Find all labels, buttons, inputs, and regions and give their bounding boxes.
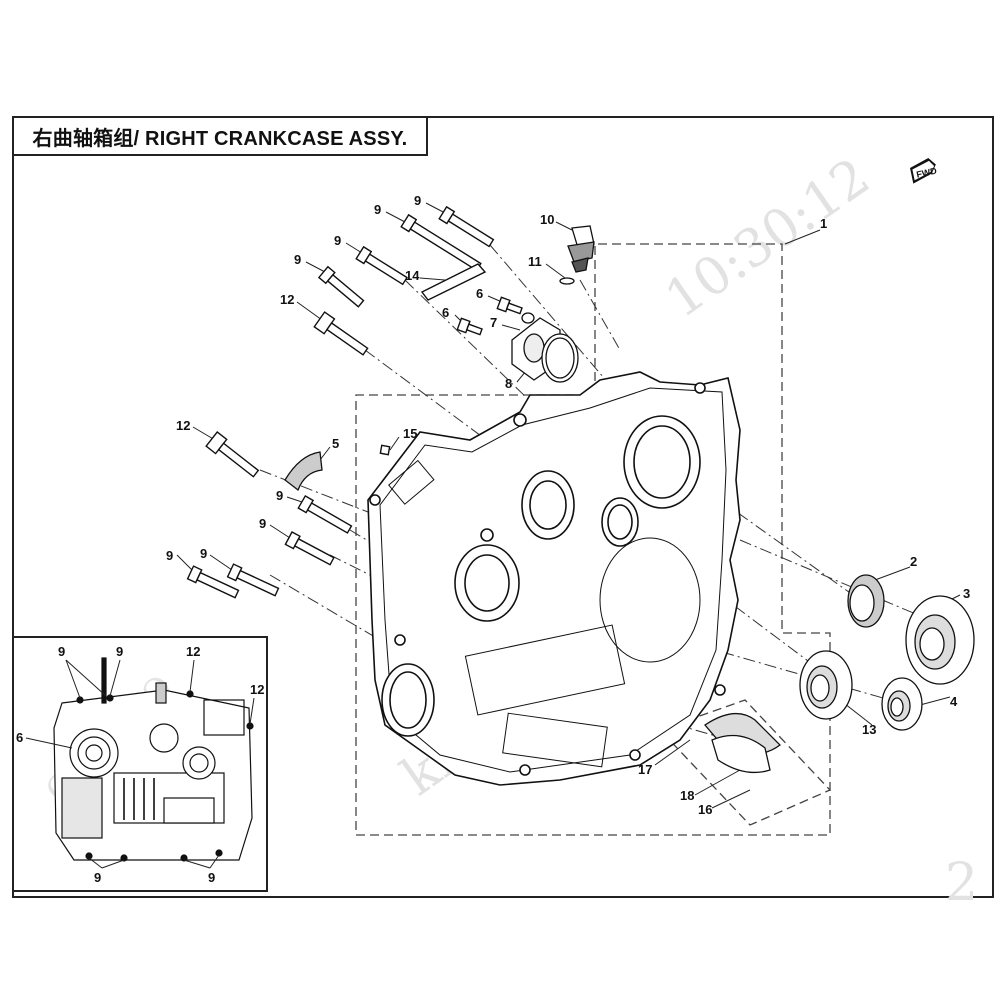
callout-4: 4 bbox=[950, 694, 958, 709]
callout-9-f: 9 bbox=[259, 516, 266, 531]
title-banner: 右曲轴箱组/ RIGHT CRANKCASE ASSY. bbox=[12, 116, 428, 156]
callout-9-h: 9 bbox=[200, 546, 207, 561]
bolt-icon bbox=[284, 531, 335, 566]
callout-9-g: 9 bbox=[166, 548, 173, 563]
callout-15: 15 bbox=[403, 426, 417, 441]
callout-6-b: 6 bbox=[442, 305, 449, 320]
inset-callout-9-a: 9 bbox=[58, 644, 65, 659]
watermark-time: 10:30:12 bbox=[655, 147, 881, 330]
callout-11: 11 bbox=[528, 254, 542, 269]
bearing-part bbox=[905, 595, 975, 685]
bolt-icon bbox=[205, 431, 260, 478]
diagram-frame bbox=[12, 116, 994, 898]
bolt-icon bbox=[297, 494, 353, 534]
callout-9-c: 9 bbox=[334, 233, 341, 248]
callout-16: 16 bbox=[698, 802, 712, 817]
bolt-icon bbox=[456, 317, 483, 336]
callout-9-d: 9 bbox=[294, 252, 301, 267]
callout-6-a: 6 bbox=[476, 286, 483, 301]
callout-17: 17 bbox=[638, 762, 652, 777]
callout-14: 14 bbox=[405, 268, 420, 283]
callout-9-e: 9 bbox=[276, 488, 283, 503]
watermark-corner: 2 bbox=[945, 853, 978, 913]
inset-crankcase bbox=[53, 657, 254, 862]
assembled-view-inset: CFMOTO bbox=[12, 636, 268, 892]
crankcase-body bbox=[367, 371, 741, 786]
screw-icon bbox=[379, 444, 391, 456]
callout-12-a: 12 bbox=[280, 292, 294, 307]
callout-labels: 9 9 9 9 12 10 11 14 6 6 7 8 1 12 15 5 9 … bbox=[166, 193, 970, 817]
cover-part bbox=[511, 312, 579, 383]
sensor-icon bbox=[559, 225, 595, 285]
inset-callout-12-a: 12 bbox=[186, 644, 200, 659]
callout-pointers bbox=[176, 202, 961, 809]
bolt-icon bbox=[400, 213, 482, 272]
bolt-icon bbox=[496, 296, 523, 315]
callout-13: 13 bbox=[862, 722, 876, 737]
bolt-icon bbox=[317, 265, 365, 308]
callout-1: 1 bbox=[820, 216, 827, 231]
page-title: 右曲轴箱组/ RIGHT CRANKCASE ASSY. bbox=[32, 127, 408, 150]
callout-5: 5 bbox=[332, 436, 339, 451]
callout-18: 18 bbox=[680, 788, 694, 803]
inset-diagram: CFMOTO bbox=[16, 644, 264, 885]
callout-7: 7 bbox=[490, 315, 497, 330]
callout-2: 2 bbox=[910, 554, 917, 569]
bearing-part bbox=[799, 650, 853, 720]
inset-callout-6: 6 bbox=[16, 730, 23, 745]
bearing-part bbox=[881, 677, 923, 731]
bolt-icon bbox=[438, 205, 495, 248]
inset-callout-9-d: 9 bbox=[208, 870, 215, 885]
bracket-part bbox=[284, 451, 323, 492]
inset-pointers bbox=[25, 659, 255, 869]
inset-callout-9-c: 9 bbox=[94, 870, 101, 885]
fwd-arrow-icon: FWD bbox=[910, 157, 939, 184]
plate-part bbox=[420, 263, 487, 301]
inset-callout-labels: 9 9 12 12 6 9 9 bbox=[16, 644, 264, 885]
fwd-label: FWD bbox=[916, 166, 939, 180]
dashed-groupings bbox=[355, 243, 832, 836]
inset-callout-12-b: 12 bbox=[250, 682, 264, 697]
bolt-icon bbox=[313, 311, 369, 356]
bolt-icon bbox=[226, 563, 280, 597]
bushing-part bbox=[704, 713, 781, 774]
callout-12-b: 12 bbox=[176, 418, 190, 433]
bolt-icon-group bbox=[186, 205, 523, 599]
oil-seal-part bbox=[847, 574, 885, 628]
callout-9-a: 9 bbox=[374, 202, 381, 217]
callout-10: 10 bbox=[540, 212, 554, 227]
callout-9-b: 9 bbox=[414, 193, 421, 208]
callout-8: 8 bbox=[505, 376, 512, 391]
callout-3: 3 bbox=[963, 586, 970, 601]
bolt-icon bbox=[355, 245, 408, 286]
inset-callout-9-b: 9 bbox=[116, 644, 123, 659]
bolt-icon bbox=[186, 565, 240, 599]
